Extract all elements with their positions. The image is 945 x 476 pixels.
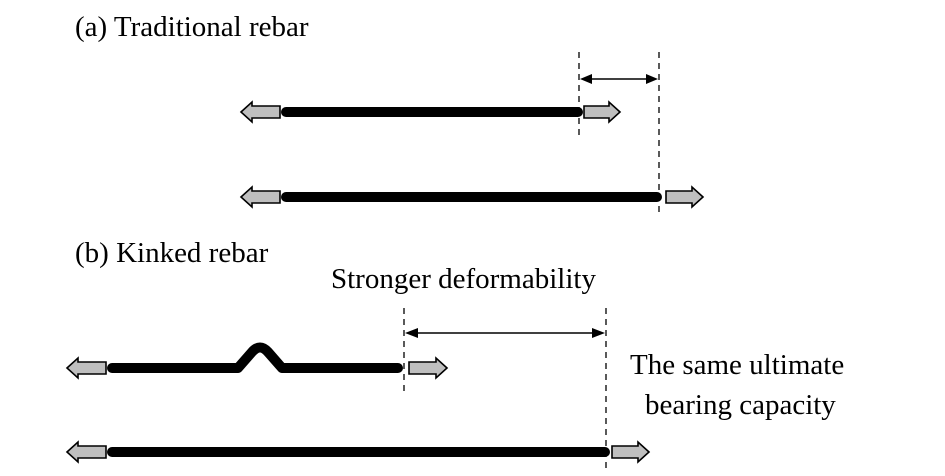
panel-b-label: (b) Kinked rebar [75,237,269,269]
panel-a-label: (a) Traditional rebar [75,11,309,43]
deformability-label: Stronger deformability [331,263,596,295]
panel-b-deformability-dimension [405,328,605,338]
panel-a-rebar-elongated [239,185,705,209]
left-force-arrow [65,440,107,464]
panel-b-kinked-rebar [65,342,449,380]
left-force-arrow [65,356,107,380]
kinked-rebar-bar [107,342,403,373]
right-force-arrow [408,356,449,380]
capacity-label-line2: bearing capacity [645,389,836,421]
right-force-arrow [665,185,705,209]
panel-a-rebar-original [239,100,622,124]
left-force-arrow [239,100,281,124]
right-force-arrow [611,440,651,464]
panel-a-elongation-dimension [580,74,658,84]
capacity-label-line1: The same ultimate [630,349,844,381]
panel-b-straightened-rebar [65,440,651,464]
left-force-arrow [239,185,281,209]
right-force-arrow [583,100,622,124]
